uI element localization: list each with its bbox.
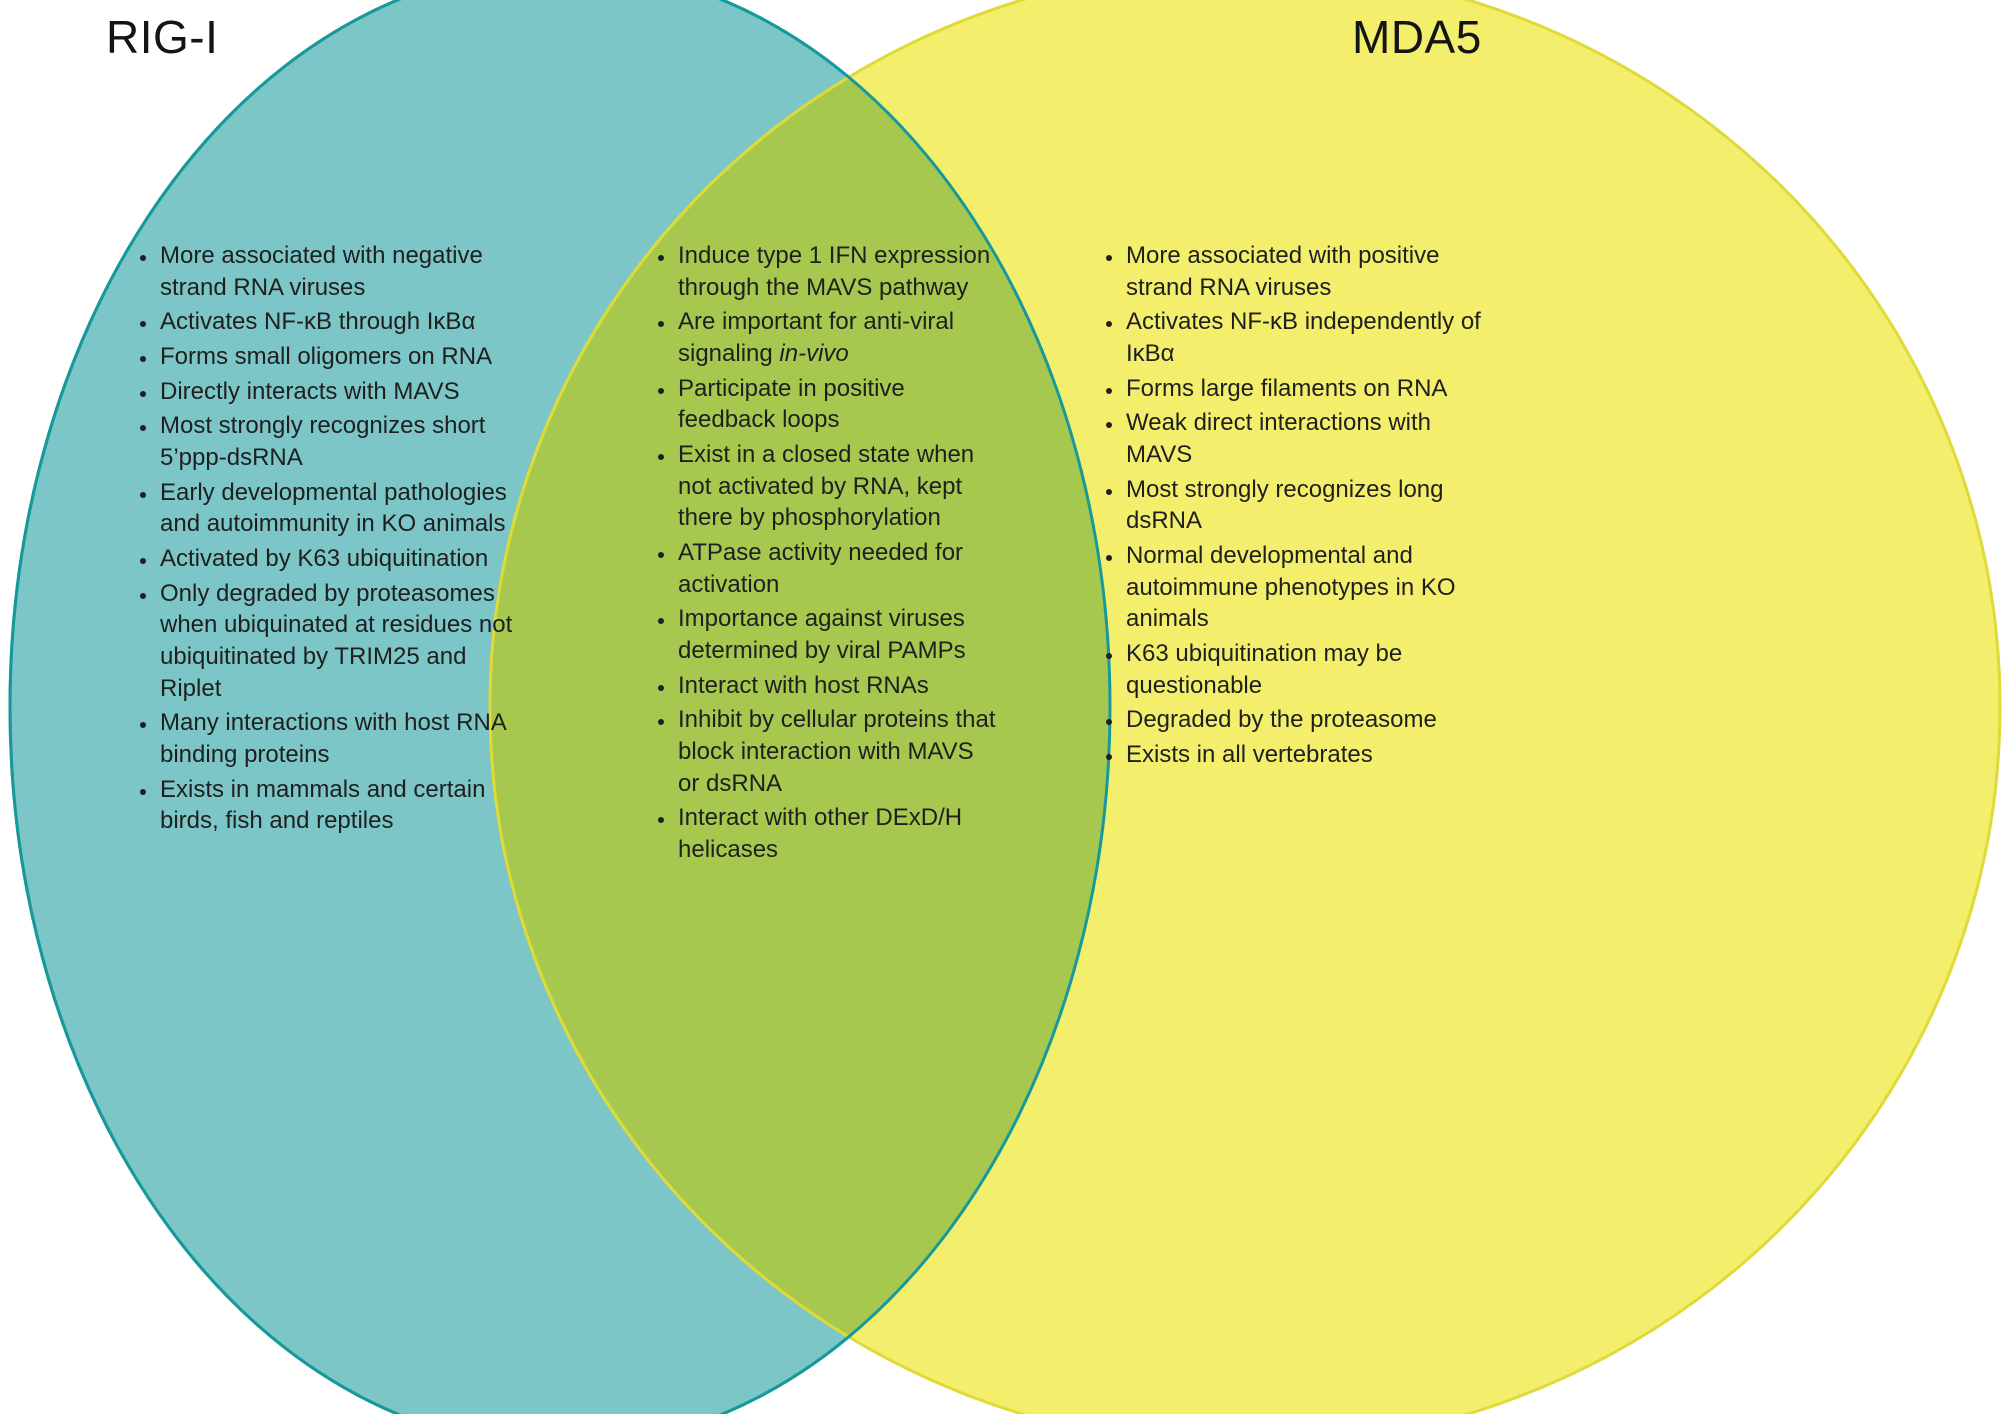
bullet-item: Activated by K63 ubiquitination xyxy=(158,543,515,575)
bullet-item: Interact with other DExD/H helicases xyxy=(676,802,1000,865)
rigi-list: More associated with negative strand RNA… xyxy=(130,240,515,837)
bullet-item: Most strongly recognizes long dsRNA xyxy=(1124,474,1488,537)
bullet-item: Exists in all vertebrates xyxy=(1124,739,1488,771)
bullet-item: Activates NF-κB independently of IκBα xyxy=(1124,306,1488,369)
rigi-title: RIG-I xyxy=(106,11,219,63)
bullet-item: K63 ubiquitination may be questionable xyxy=(1124,638,1488,701)
bullet-item: Importance against viruses determined by… xyxy=(676,603,1000,666)
bullet-item: Exist in a closed state when not activat… xyxy=(676,439,1000,534)
overlap-lens xyxy=(488,0,1110,1414)
bullet-item: Degraded by the proteasome xyxy=(1124,704,1488,736)
mda5-column: More associated with positive strand RNA… xyxy=(1096,240,1488,774)
bullet-item: Activates NF-κB through IκBα xyxy=(158,306,515,338)
bullet-item: Most strongly recognizes short 5’ppp-dsR… xyxy=(158,410,515,473)
bullet-item: Induce type 1 IFN expression through the… xyxy=(676,240,1000,303)
bullet-item: Weak direct interactions with MAVS xyxy=(1124,407,1488,470)
shared-list: Induce type 1 IFN expression through the… xyxy=(648,240,1000,866)
bullet-item: ATPase activity needed for activation xyxy=(676,537,1000,600)
bullet-item: More associated with negative strand RNA… xyxy=(158,240,515,303)
bullet-item: Exists in mammals and certain birds, fis… xyxy=(158,774,515,837)
bullet-item: Forms small oligomers on RNA xyxy=(158,341,515,373)
rigi-circle-outline xyxy=(8,0,1112,1414)
bullet-item: Are important for anti-viral signaling i… xyxy=(676,306,1000,369)
bullet-item: Forms large filaments on RNA xyxy=(1124,373,1488,405)
bullet-item: Interact with host RNAs xyxy=(676,670,1000,702)
bullet-item: More associated with positive strand RNA… xyxy=(1124,240,1488,303)
bullet-item: Many interactions with host RNA binding … xyxy=(158,707,515,770)
bullet-item: Early developmental pathologies and auto… xyxy=(158,477,515,540)
mda5-list: More associated with positive strand RNA… xyxy=(1096,240,1488,771)
bullet-item: Directly interacts with MAVS xyxy=(158,376,515,408)
bullet-item: Only degraded by proteasomes when ubiqui… xyxy=(158,578,515,705)
mda5-title: MDA5 xyxy=(1352,11,1482,63)
bullet-item: Inhibit by cellular proteins that block … xyxy=(676,704,1000,799)
bullet-item: Normal developmental and autoimmune phen… xyxy=(1124,540,1488,635)
rigi-column: More associated with negative strand RNA… xyxy=(130,240,515,840)
shared-column: Induce type 1 IFN expression through the… xyxy=(648,240,1000,869)
bullet-item: Participate in positive feedback loops xyxy=(676,373,1000,436)
